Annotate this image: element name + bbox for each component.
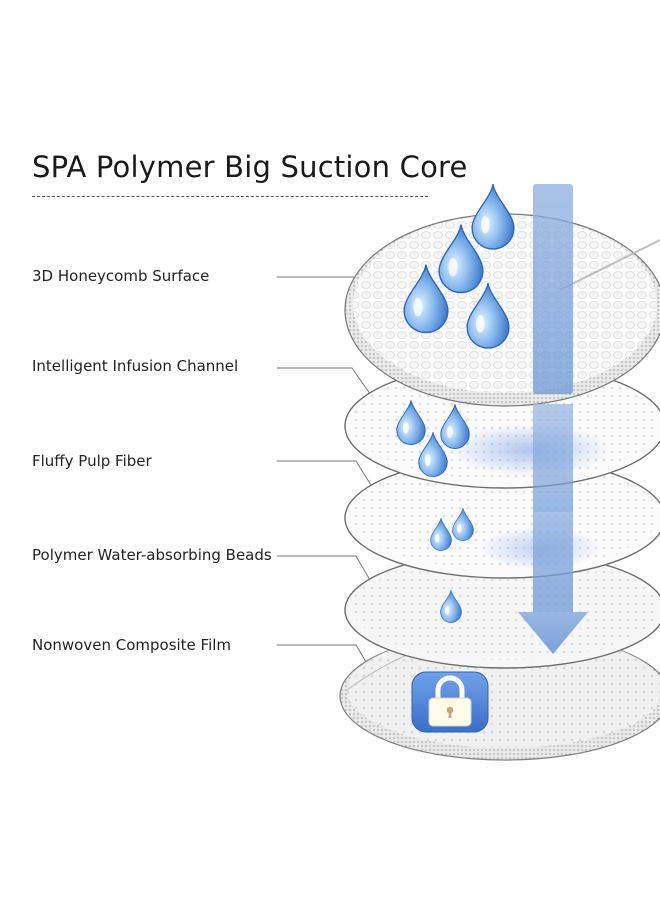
layer-label-honeycomb: 3D Honeycomb Surface [32, 267, 210, 285]
down-arrow-icon [518, 184, 588, 654]
page-title: SPA Polymer Big Suction Core [32, 150, 468, 184]
layer-label-polymer-beads: Polymer Water-absorbing Beads [32, 546, 272, 564]
title-divider [32, 196, 428, 197]
water-drop-icon [471, 183, 515, 250]
layer-polymer-beads [344, 551, 660, 669]
layer-label-nonwoven-film: Nonwoven Composite Film [32, 636, 232, 654]
layer-label-infusion-channel: Intelligent Infusion Channel [32, 357, 239, 375]
layer-label-pulp-fiber: Fluffy Pulp Fiber [32, 452, 152, 470]
lock-icon [411, 671, 489, 733]
